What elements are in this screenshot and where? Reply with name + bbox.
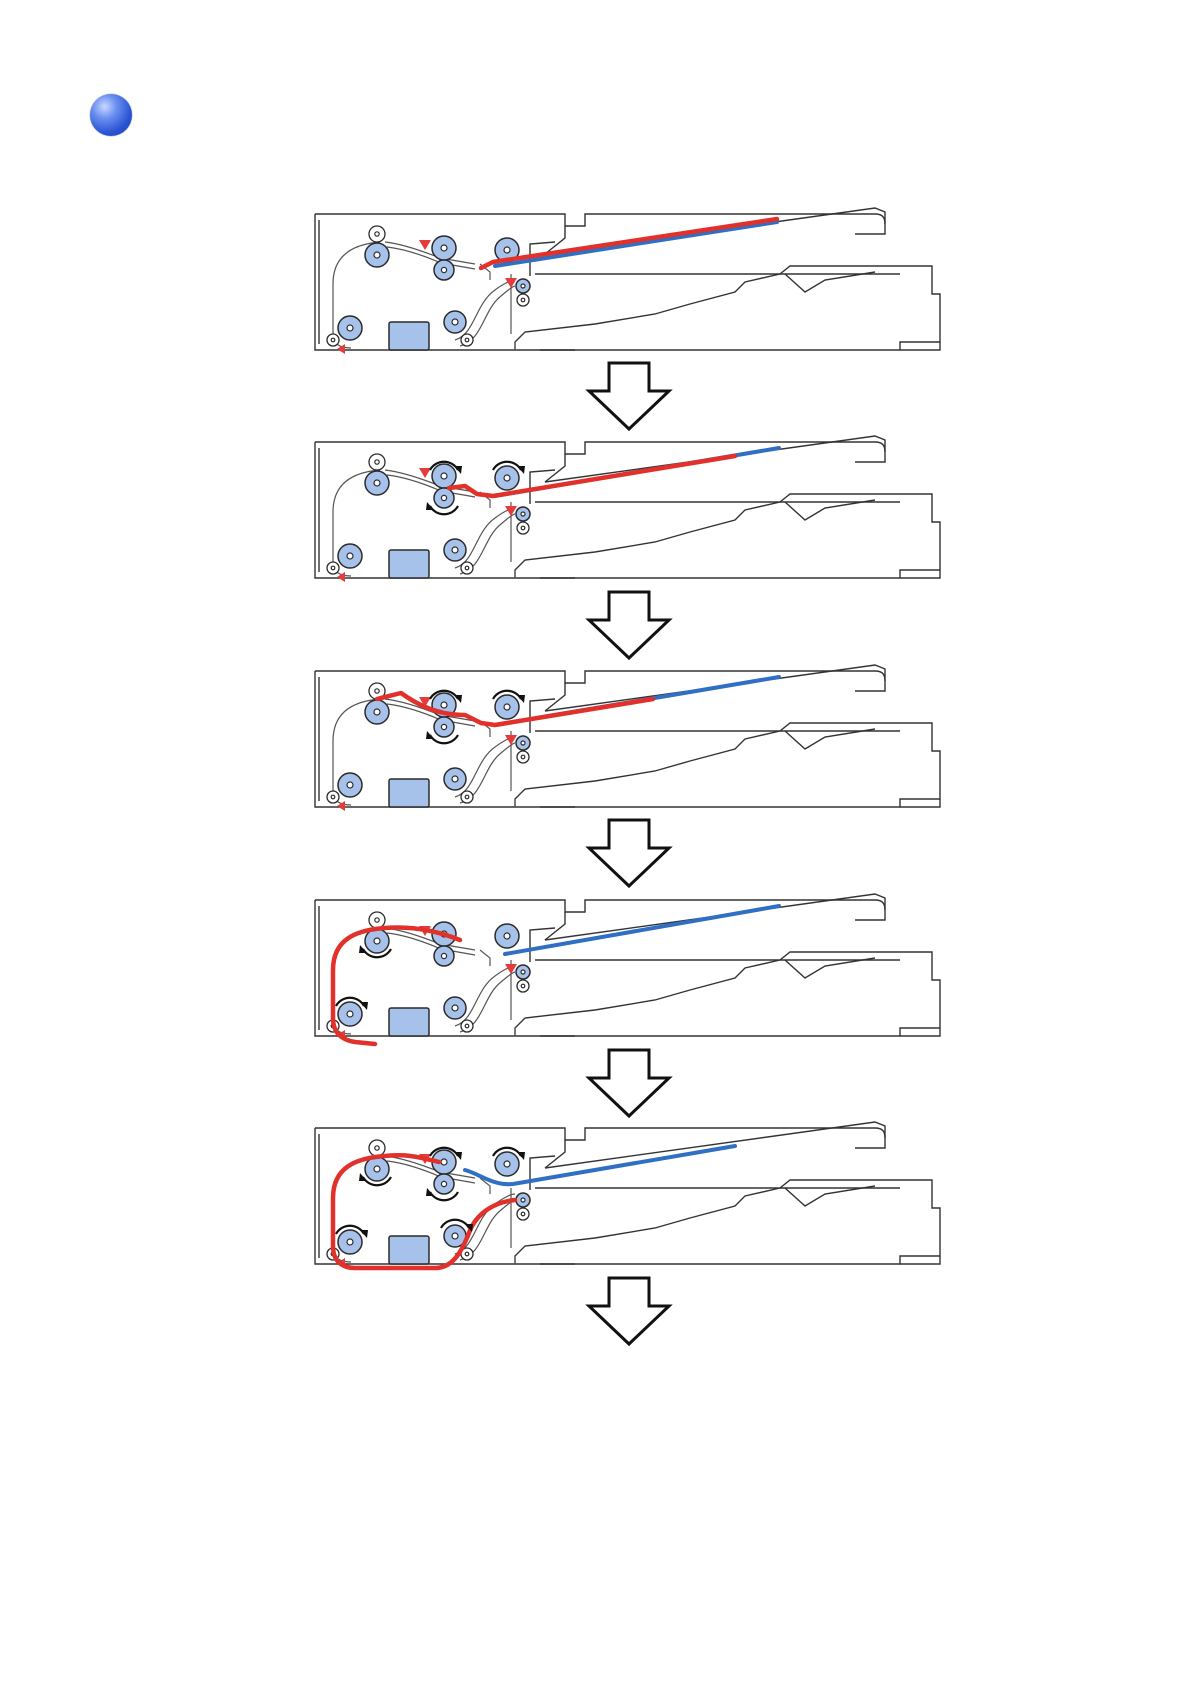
panel-step-1 (315, 208, 940, 354)
step-arrow-1 (589, 363, 669, 429)
panel-step-5 (315, 1122, 940, 1268)
panel-step-4 (315, 894, 940, 1044)
step-arrow-4 (589, 1050, 669, 1116)
panel-step-2 (315, 436, 940, 582)
panel-step-3 (315, 665, 940, 811)
step-arrow-3 (589, 820, 669, 886)
step-arrow-2 (589, 592, 669, 658)
step-arrow-5 (589, 1278, 669, 1344)
